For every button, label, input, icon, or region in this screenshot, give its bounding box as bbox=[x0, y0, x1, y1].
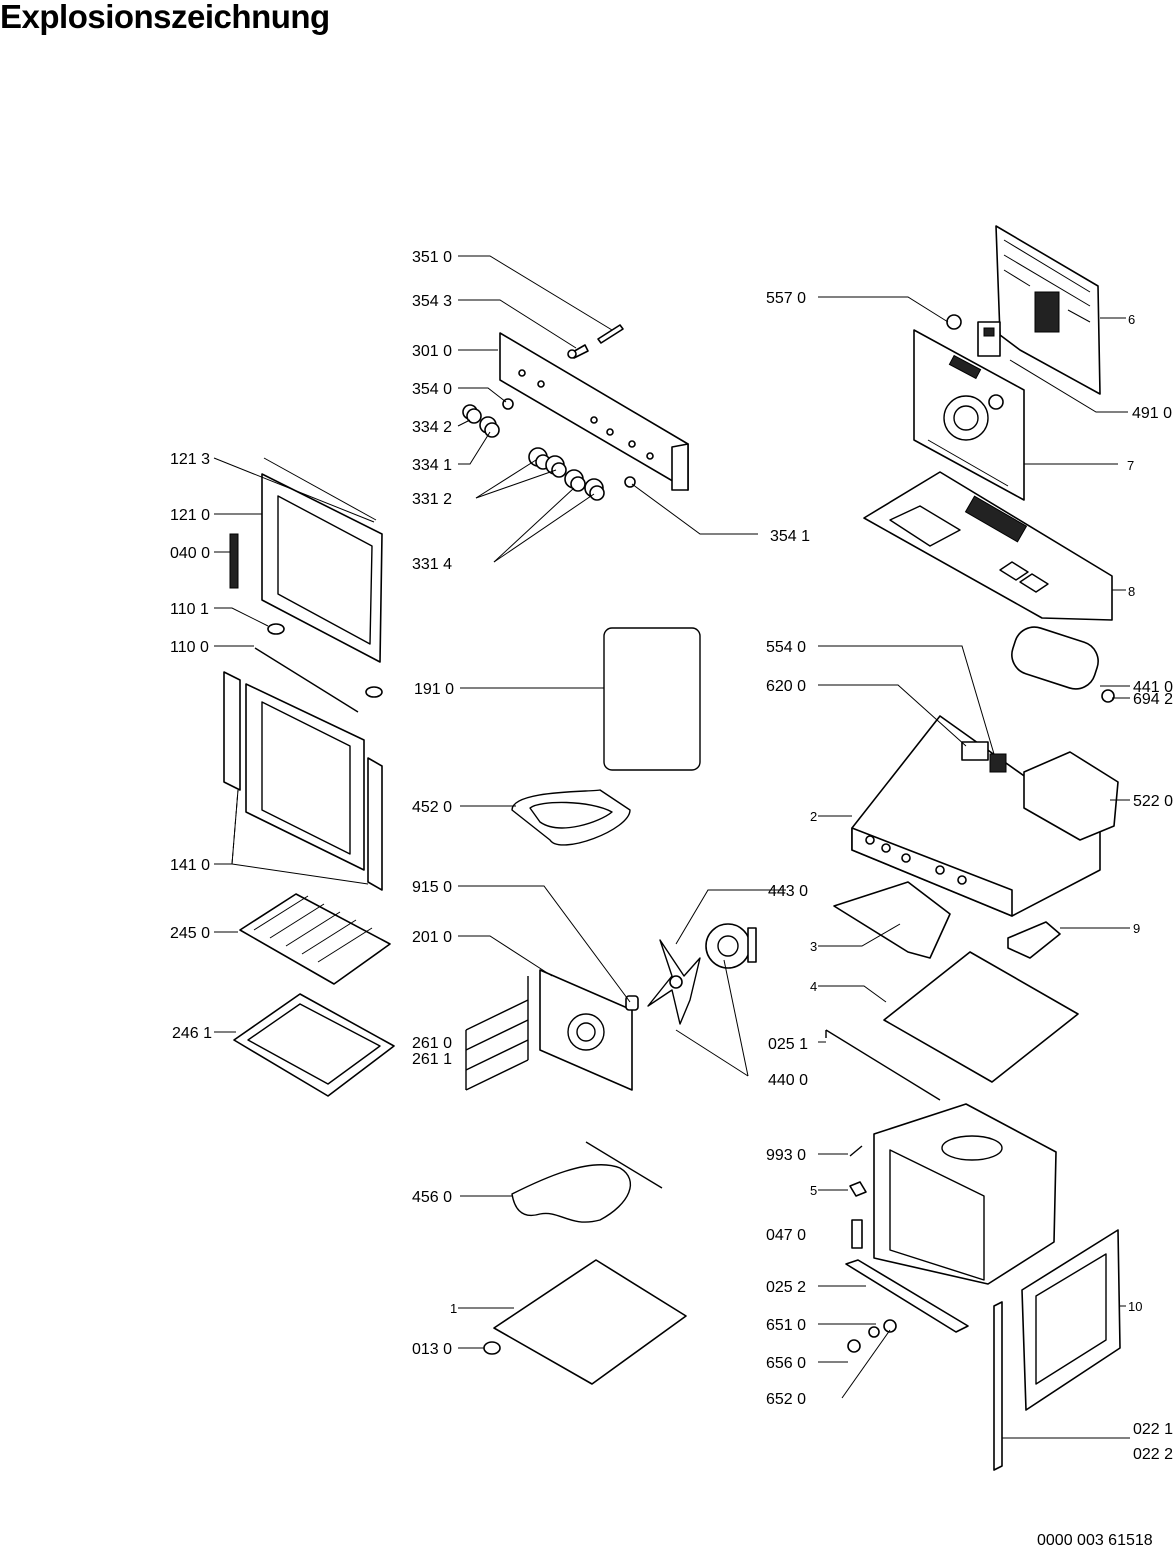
back-wall-201 bbox=[539, 969, 633, 1091]
cover-9 bbox=[1007, 921, 1061, 959]
rear-cover-6 bbox=[995, 225, 1101, 395]
fan-blade-440 bbox=[647, 939, 701, 1025]
part-label: 652 0 bbox=[766, 1391, 806, 1408]
part-label: 5 bbox=[810, 1183, 817, 1198]
part-label: 440 0 bbox=[768, 1072, 808, 1089]
part-label: 261 0 bbox=[412, 1035, 452, 1052]
lamp-651-656-652 bbox=[847, 1319, 897, 1353]
shelf-rack-245 bbox=[239, 893, 391, 985]
nut-915 bbox=[625, 995, 639, 1011]
part-label: 522 0 bbox=[1133, 793, 1173, 810]
part-label: 331 2 bbox=[412, 491, 452, 508]
part-label: 491 0 bbox=[1132, 405, 1172, 422]
part-label: 191 0 bbox=[414, 681, 454, 698]
baking-tray-246 bbox=[233, 993, 395, 1097]
part-label: 7 bbox=[1127, 458, 1134, 473]
catch-047 bbox=[851, 1219, 863, 1249]
door-frame-121 bbox=[261, 457, 383, 663]
part-label: 656 0 bbox=[766, 1355, 806, 1372]
part-label: 6 bbox=[1128, 312, 1135, 327]
bottom-plate-1 bbox=[493, 1259, 687, 1385]
part-label: 10 bbox=[1128, 1299, 1142, 1314]
bottom-tray-8 bbox=[863, 471, 1113, 621]
part-label: 141 0 bbox=[170, 857, 210, 874]
part-label: 9 bbox=[1133, 921, 1140, 936]
fan-motor-441 bbox=[1011, 626, 1115, 703]
part-label: 2 bbox=[810, 809, 817, 824]
part-label: 351 0 bbox=[412, 249, 452, 266]
part-label: 456 0 bbox=[412, 1189, 452, 1206]
gasket-191 bbox=[603, 627, 701, 771]
part-label: 334 2 bbox=[412, 419, 452, 436]
pin-351 bbox=[597, 324, 624, 344]
part-label: 110 1 bbox=[170, 601, 209, 618]
part-label: 557 0 bbox=[766, 290, 806, 307]
part-label: 694 2 bbox=[1133, 691, 1173, 708]
clip-5 bbox=[849, 1181, 867, 1197]
relay-557 bbox=[946, 314, 1001, 357]
part-label: 554 0 bbox=[766, 639, 806, 656]
part-label: 620 0 bbox=[766, 678, 806, 695]
part-label: 022 1 bbox=[1133, 1421, 1173, 1438]
part-label: 245 0 bbox=[170, 925, 210, 942]
part-label: 443 0 bbox=[768, 883, 808, 900]
part-label: 121 0 bbox=[170, 507, 210, 524]
part-label: 334 1 bbox=[412, 457, 452, 474]
part-label: 246 1 bbox=[172, 1025, 212, 1042]
part-label: 022 2 bbox=[1133, 1446, 1173, 1463]
part-label: 040 0 bbox=[170, 545, 210, 562]
rear-panel-7 bbox=[913, 329, 1025, 501]
part-label: 301 0 bbox=[412, 343, 452, 360]
part-label: 110 0 bbox=[170, 639, 209, 656]
part-labels: 351 0 354 3 301 0 354 0 334 2 334 1 331 … bbox=[170, 249, 1173, 1463]
hinge-bracket-110 bbox=[254, 623, 383, 713]
part-label: 331 4 bbox=[412, 556, 452, 573]
rail-025-1 bbox=[825, 1029, 941, 1101]
part-label: 261 1 bbox=[412, 1051, 452, 1068]
timer-block-522 bbox=[1023, 751, 1119, 841]
screw-993 bbox=[849, 1145, 863, 1157]
part-label: 915 0 bbox=[412, 879, 452, 896]
part-label: 201 0 bbox=[412, 929, 452, 946]
foot-013 bbox=[483, 1341, 501, 1355]
part-label: 354 0 bbox=[412, 381, 452, 398]
control-panel-301 bbox=[499, 332, 689, 491]
part-label: 013 0 bbox=[412, 1341, 452, 1358]
part-label: 993 0 bbox=[766, 1147, 806, 1164]
side-panel-10 bbox=[1021, 1229, 1121, 1411]
part-label: 354 1 bbox=[770, 528, 810, 545]
screw-354-3 bbox=[567, 344, 589, 359]
grill-element-456 bbox=[511, 1141, 663, 1223]
part-label: 047 0 bbox=[766, 1227, 806, 1244]
grill-heater-452 bbox=[511, 789, 631, 846]
oven-cavity bbox=[873, 1103, 1057, 1285]
part-label: 1 bbox=[450, 1301, 457, 1316]
hinge-040 bbox=[229, 533, 239, 589]
rail-025-2 bbox=[845, 1259, 969, 1333]
fan-motor-443 bbox=[705, 923, 757, 969]
part-label: 8 bbox=[1128, 584, 1135, 599]
heat-shield-3 bbox=[833, 881, 951, 959]
document-number: 0000 003 61518 bbox=[1037, 1532, 1153, 1549]
switches-620-554 bbox=[961, 741, 1007, 773]
part-label: 3 bbox=[810, 939, 817, 954]
part-label: 354 3 bbox=[412, 293, 452, 310]
page-title: Explosionszeichnung bbox=[0, 0, 330, 35]
bottom-plate-4 bbox=[883, 951, 1079, 1083]
door-glass-141 bbox=[223, 671, 383, 891]
part-label: 441 0 bbox=[1133, 679, 1173, 696]
leader-lines bbox=[213, 255, 1130, 1439]
part-label: 025 1 bbox=[768, 1036, 808, 1053]
part-label: 4 bbox=[810, 979, 817, 994]
part-label: 025 2 bbox=[766, 1279, 806, 1296]
side-strip-022 bbox=[993, 1301, 1003, 1471]
part-label: 452 0 bbox=[412, 799, 452, 816]
knobs-334-331 bbox=[462, 398, 636, 501]
side-rails-261 bbox=[465, 976, 529, 1091]
control-housing-2 bbox=[851, 715, 1101, 917]
part-label: 651 0 bbox=[766, 1317, 806, 1334]
part-label: 121 3 bbox=[170, 451, 210, 468]
